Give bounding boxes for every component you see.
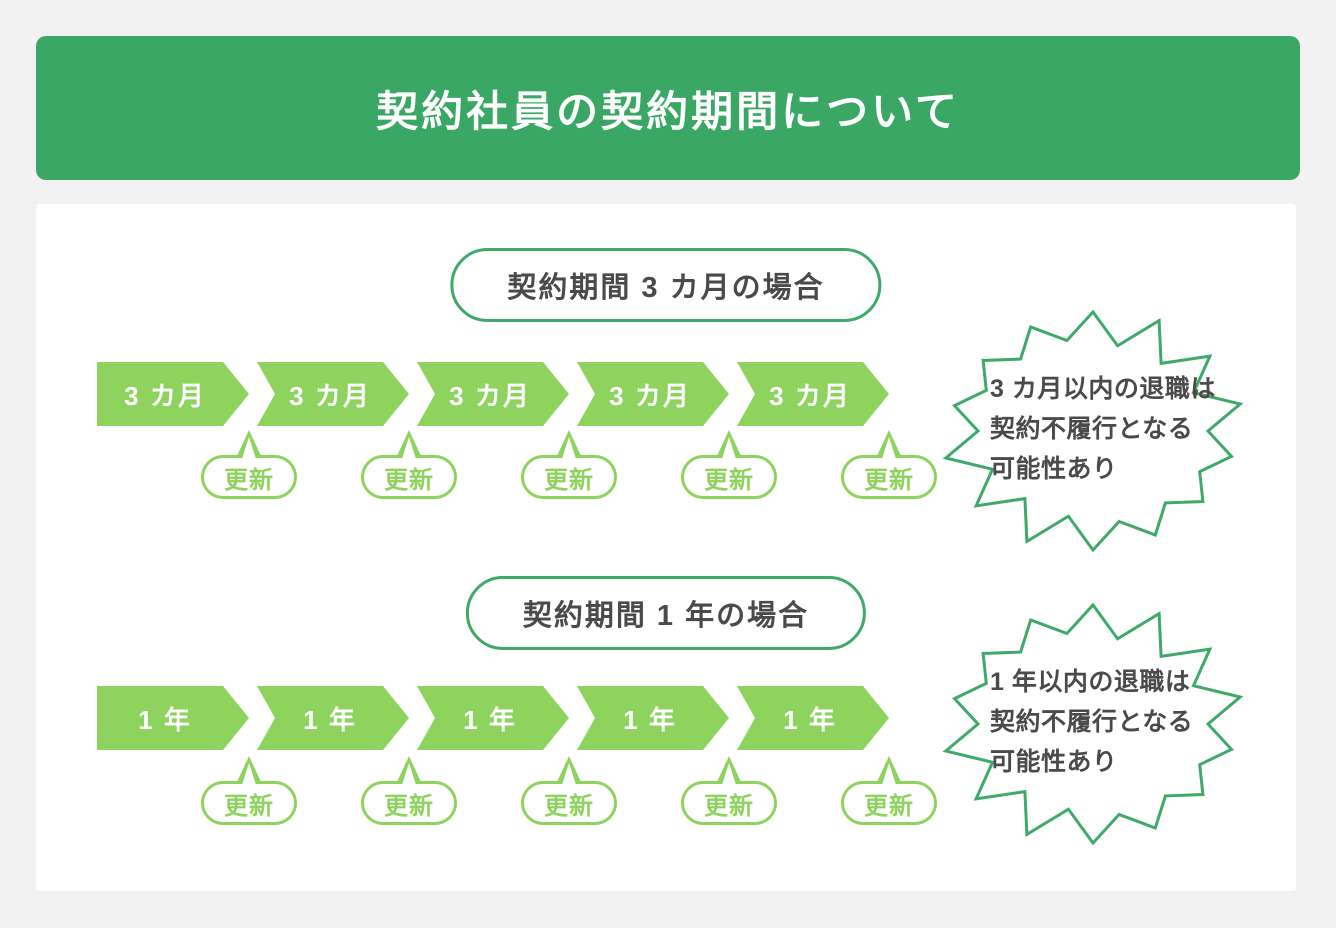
bubble-tail-up-icon	[716, 756, 742, 784]
period-arrow-segment: 3 カ月	[737, 362, 889, 426]
warning-note-3months: 3 カ月以内の退職は 契約不履行となる 可能性あり	[940, 307, 1246, 555]
renewal-label: 更新	[201, 455, 297, 499]
period-arrow-segment: 1 年	[97, 686, 249, 750]
case-label-3months: 契約期間 3 カ月の場合	[450, 248, 882, 322]
renewal-row-1year: 更新 更新 更新 更新 更新	[169, 756, 969, 825]
period-arrow-segment: 3 カ月	[417, 362, 569, 426]
warning-note-1year: 1 年以内の退職は 契約不履行となる 可能性あり	[940, 600, 1246, 848]
period-label: 1 年	[783, 704, 837, 735]
period-arrow-row-3months: 3 カ月 3 カ月 3 カ月 3 カ月 3 カ月	[97, 362, 889, 426]
period-arrow-row-1year: 1 年 1 年 1 年 1 年 1 年	[97, 686, 889, 750]
renewal-bubble: 更新	[169, 756, 329, 825]
renewal-label: 更新	[521, 455, 617, 499]
warning-note-text: 3 カ月以内の退職は 契約不履行となる 可能性あり	[990, 369, 1216, 489]
renewal-label: 更新	[201, 781, 297, 825]
starburst-icon	[942, 602, 1244, 846]
note-line: 可能性あり	[990, 455, 1118, 483]
note-line: 3 カ月以内の退職は	[990, 375, 1216, 403]
bubble-tail-up-icon	[556, 430, 582, 458]
renewal-label: 更新	[361, 781, 457, 825]
warning-note-text: 1 年以内の退職は 契約不履行となる 可能性あり	[990, 662, 1193, 782]
renewal-bubble: 更新	[809, 756, 969, 825]
period-arrow-segment: 1 年	[737, 686, 889, 750]
renewal-bubble: 更新	[649, 430, 809, 499]
renewal-label: 更新	[521, 781, 617, 825]
renewal-label: 更新	[681, 455, 777, 499]
case-label-1year: 契約期間 1 年の場合	[465, 576, 867, 650]
note-line: 1 年以内の退職は	[990, 668, 1191, 696]
note-line: 契約不履行となる	[990, 415, 1194, 443]
note-line: 可能性あり	[990, 748, 1118, 776]
period-arrow-segment: 3 カ月	[97, 362, 249, 426]
bubble-tail-up-icon	[236, 756, 262, 784]
bubble-tail-up-icon	[716, 430, 742, 458]
renewal-bubble: 更新	[649, 756, 809, 825]
renewal-bubble: 更新	[489, 430, 649, 499]
bubble-tail-up-icon	[396, 430, 422, 458]
title-banner: 契約社員の契約期間について	[36, 36, 1300, 180]
renewal-row-3months: 更新 更新 更新 更新 更新	[169, 430, 969, 499]
period-label: 1 年	[463, 704, 517, 735]
period-label: 1 年	[623, 704, 677, 735]
renewal-bubble: 更新	[169, 430, 329, 499]
bubble-tail-up-icon	[876, 756, 902, 784]
page-title: 契約社員の契約期間について	[376, 87, 960, 135]
bubble-tail-up-icon	[236, 430, 262, 458]
period-label: 3 カ月	[609, 380, 691, 411]
period-arrow-segment: 3 カ月	[577, 362, 729, 426]
renewal-label: 更新	[841, 455, 937, 499]
bubble-tail-up-icon	[556, 756, 582, 784]
renewal-bubble: 更新	[809, 430, 969, 499]
period-arrow-segment: 1 年	[417, 686, 569, 750]
renewal-label: 更新	[361, 455, 457, 499]
renewal-bubble: 更新	[329, 756, 489, 825]
period-label: 3 カ月	[289, 380, 371, 411]
renewal-label: 更新	[681, 781, 777, 825]
period-label: 1 年	[303, 704, 357, 735]
renewal-label: 更新	[841, 781, 937, 825]
renewal-bubble: 更新	[329, 430, 489, 499]
period-arrow-segment: 3 カ月	[257, 362, 409, 426]
content-card: 契約期間 3 カ月の場合 3 カ月 3 カ月 3 カ月 3 カ月 3 カ月 更新…	[36, 204, 1296, 891]
period-label: 3 カ月	[124, 380, 206, 411]
period-arrow-segment: 1 年	[257, 686, 409, 750]
note-line: 契約不履行となる	[990, 708, 1194, 736]
starburst-icon	[942, 309, 1244, 553]
period-label: 1 年	[138, 704, 192, 735]
period-arrow-segment: 1 年	[577, 686, 729, 750]
bubble-tail-up-icon	[876, 430, 902, 458]
bubble-tail-up-icon	[396, 756, 422, 784]
period-label: 3 カ月	[449, 380, 531, 411]
period-label: 3 カ月	[769, 380, 851, 411]
renewal-bubble: 更新	[489, 756, 649, 825]
